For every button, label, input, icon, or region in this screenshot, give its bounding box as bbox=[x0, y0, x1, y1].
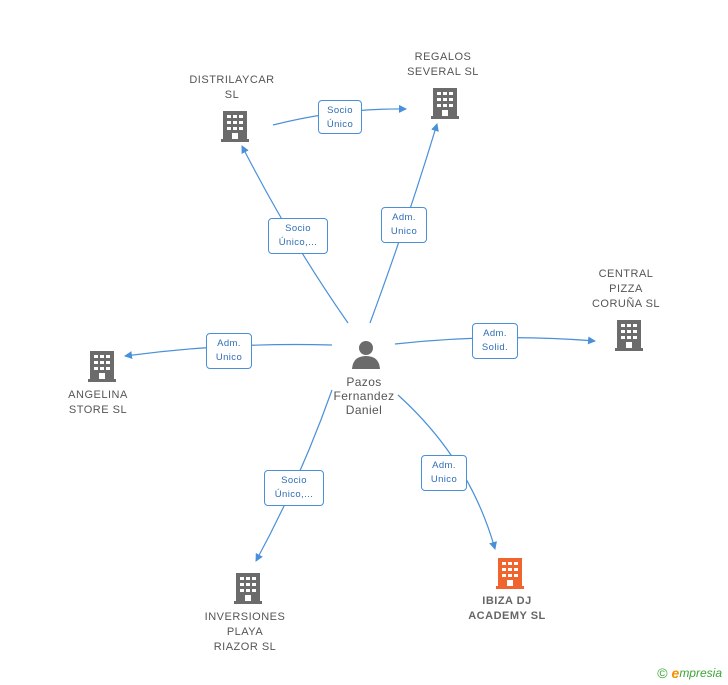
company-label-inversiones[interactable]: INVERSIONES PLAYA RIAZOR SL bbox=[204, 611, 286, 653]
company-label-central[interactable]: CENTRAL PIZZA CORUÑA SL bbox=[591, 268, 661, 310]
building-icon[interactable] bbox=[86, 349, 118, 383]
building-icon[interactable] bbox=[232, 571, 264, 605]
person-label[interactable]: Pazos Fernandez Daniel bbox=[333, 375, 395, 417]
company-label-distrilaycar[interactable]: DISTRILAYCAR SL bbox=[189, 74, 275, 101]
building-icon[interactable] bbox=[219, 109, 251, 143]
company-label-angelina[interactable]: ANGELINA STORE SL bbox=[68, 389, 128, 416]
building-icon[interactable] bbox=[613, 318, 645, 352]
company-label-regalos[interactable]: REGALOS SEVERAL SL bbox=[407, 51, 479, 78]
building-icon[interactable] bbox=[429, 86, 461, 120]
relation-label-person-central: Adm. Solid. bbox=[472, 323, 518, 359]
relation-label-person-inversiones: Socio Único,... bbox=[264, 470, 324, 506]
relation-label-person-distrilaycar: Socio Único,... bbox=[268, 218, 328, 254]
brand-initial: e bbox=[671, 665, 680, 681]
brand-name: mpresia bbox=[679, 666, 722, 680]
company-label-ibiza[interactable]: IBIZA DJ ACADEMY SL bbox=[468, 595, 546, 622]
copyright-icon: © bbox=[657, 665, 668, 681]
person-icon[interactable] bbox=[351, 339, 381, 369]
relation-label-distrilaycar-regalos: Socio Único bbox=[318, 100, 362, 134]
building-icon-focus[interactable] bbox=[494, 556, 526, 590]
relation-label-person-regalos: Adm. Unico bbox=[381, 207, 427, 243]
relation-label-person-ibiza: Adm. Unico bbox=[421, 455, 467, 491]
relation-label-person-angelina: Adm. Unico bbox=[206, 333, 252, 369]
